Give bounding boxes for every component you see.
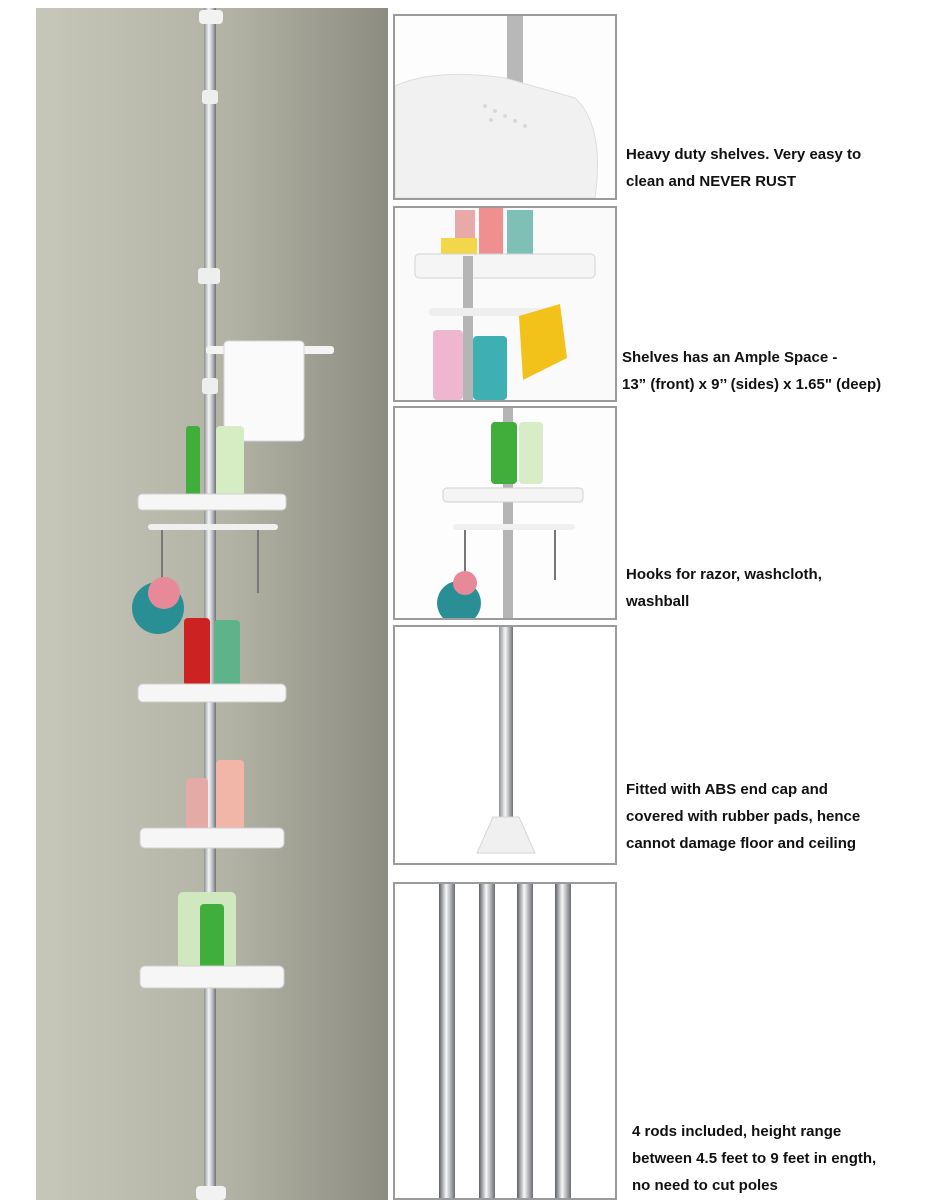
caption-line: 13” (front) x 9’’ (sides) x 1.65" (deep) (622, 376, 882, 393)
caption-line: Heavy duty shelves. Very easy to (626, 146, 862, 163)
caption-line: between 4.5 feet to 9 feet in ength, (632, 1150, 877, 1167)
caption-line: Hooks for razor, washcloth, (626, 566, 822, 583)
feature-caption-1: Heavy duty shelves. Very easy to clean a… (626, 141, 861, 195)
caption-line: clean and NEVER RUST (626, 173, 797, 190)
caption-line: Fitted with ABS end cap and (626, 781, 828, 798)
feature-caption-4: Fitted with ABS end cap and covered with… (626, 776, 860, 857)
feature-caption-5: 4 rods included, height range between 4.… (632, 1118, 876, 1199)
caption-line: cannot damage floor and ceiling (626, 835, 857, 852)
caption-line: no need to cut poles (632, 1177, 778, 1194)
feature-caption-3: Hooks for razor, washcloth, washball (626, 561, 822, 615)
feature-image-shelf-closeup (393, 14, 617, 200)
feature-image-rods (393, 882, 617, 1200)
caption-line: 4 rods included, height range (632, 1123, 842, 1140)
product-photo (36, 8, 388, 1200)
caption-line: washball (626, 593, 690, 610)
feature-image-end-cap (393, 625, 617, 865)
feature-image-hooks (393, 406, 617, 620)
feature-caption-2: Shelves has an Ample Space - 13” (front)… (622, 344, 881, 398)
caption-line: Shelves has an Ample Space - (622, 349, 838, 366)
feature-image-shelf-space (393, 206, 617, 402)
caption-line: covered with rubber pads, hence (626, 808, 861, 825)
